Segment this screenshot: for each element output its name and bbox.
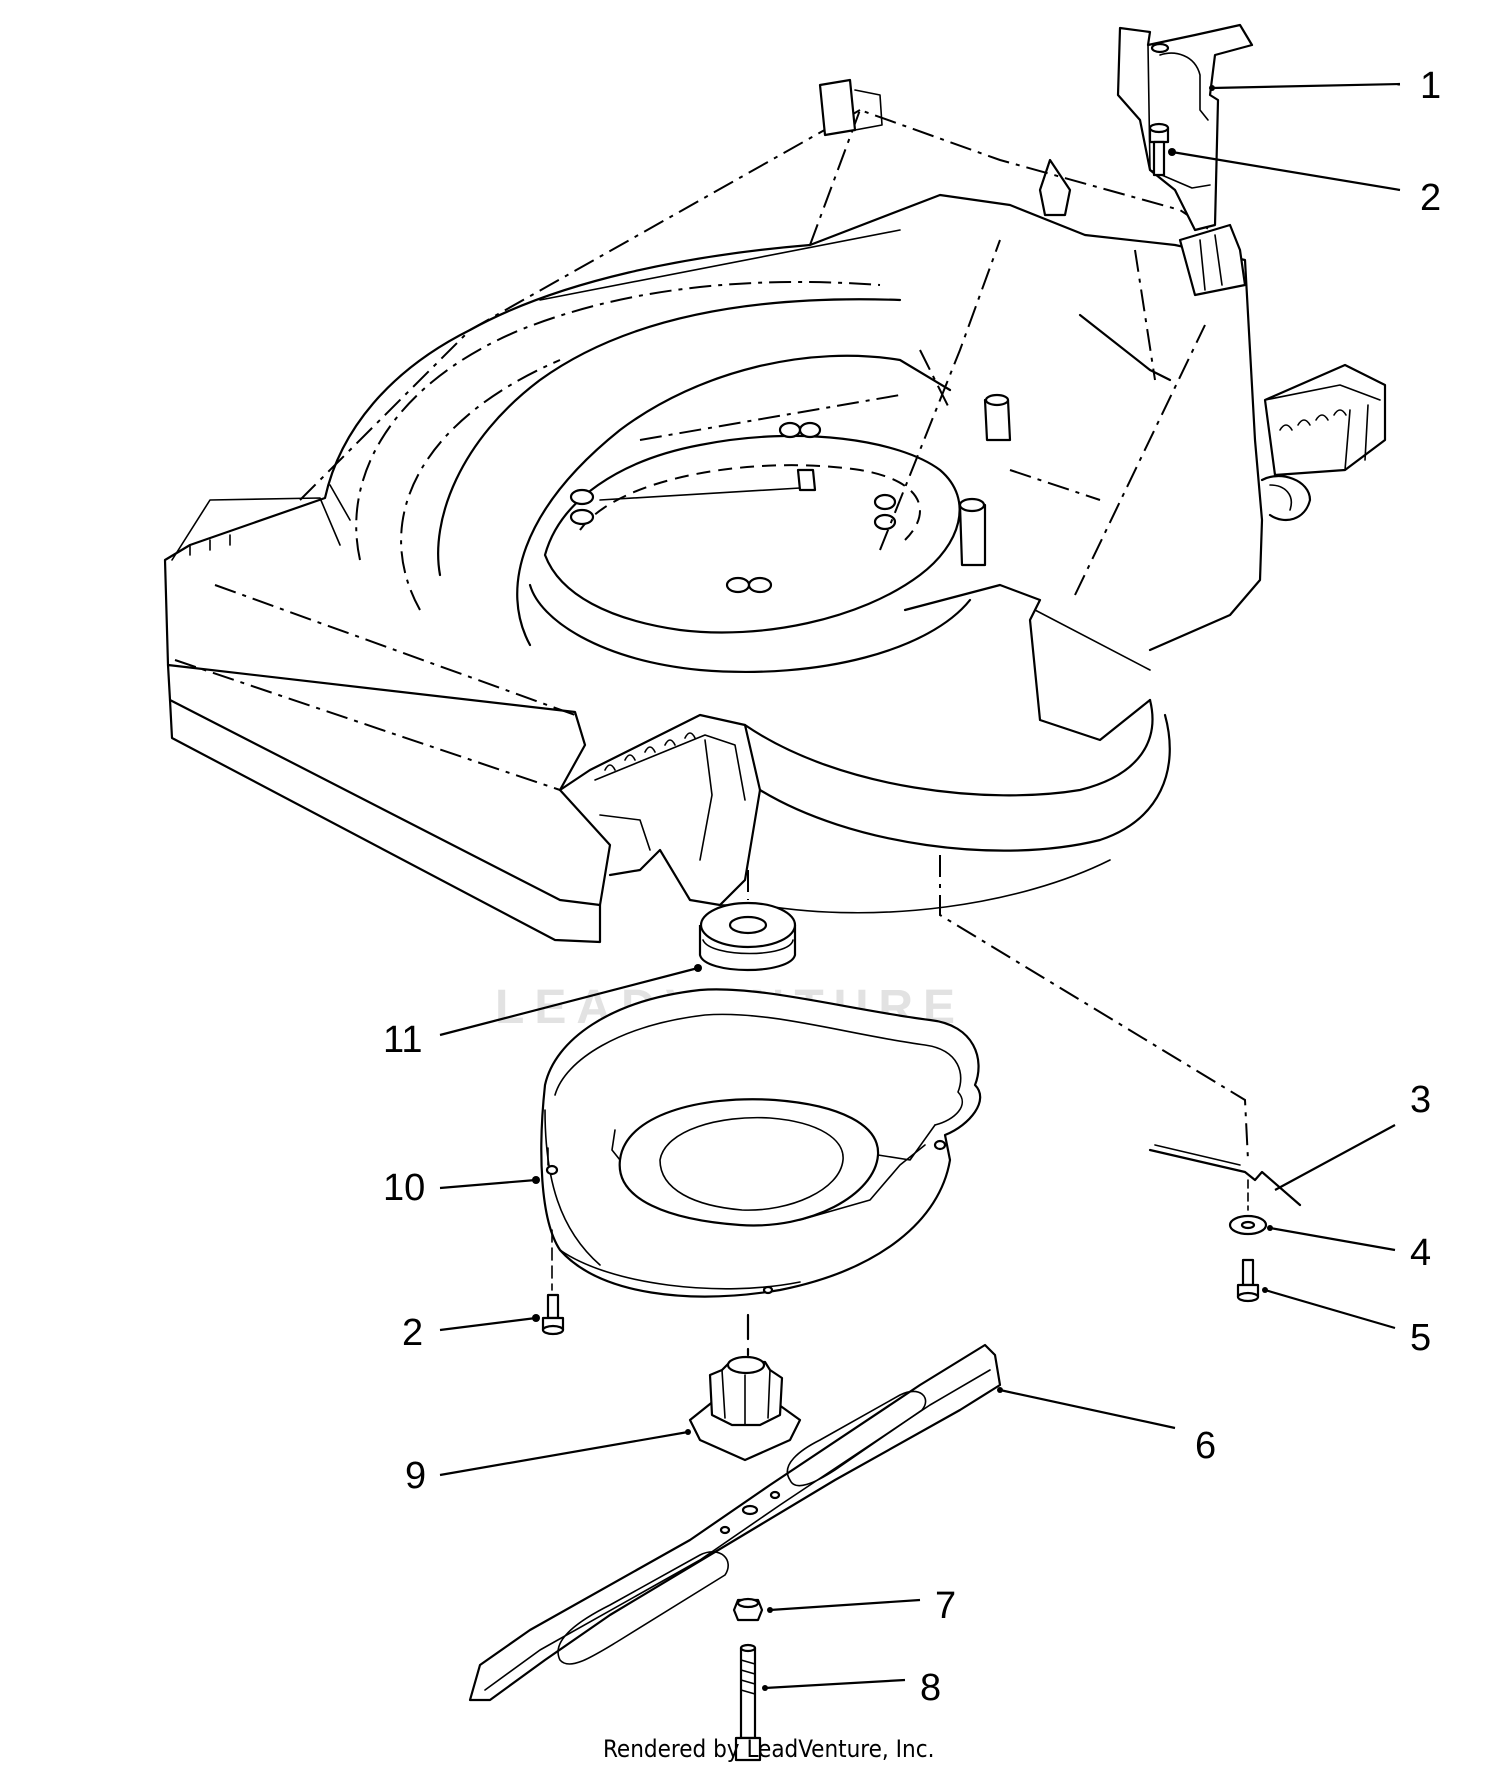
part-7-nut	[732, 1597, 764, 1622]
part-2-bolt-upper	[1148, 122, 1170, 177]
part-8-blade-bolt	[734, 1643, 762, 1762]
footer-credit: Rendered by LeadVenture, Inc.	[603, 1735, 934, 1763]
part-11-bearing	[698, 901, 797, 972]
callout-label-2-upper: 2	[1420, 177, 1441, 219]
callout-10: 10	[383, 1167, 540, 1209]
callout-11: 11	[383, 964, 702, 1061]
mower-deck-housing	[163, 78, 1387, 944]
callout-7: 7	[767, 1585, 956, 1627]
callout-label-11: 11	[383, 1019, 422, 1061]
callout-9: 9	[405, 1429, 691, 1497]
callout-4: 4	[1267, 1225, 1431, 1274]
callout-2-upper: 2	[1168, 148, 1441, 219]
part-3-rod	[939, 855, 1302, 1207]
callout-label-8: 8	[920, 1667, 941, 1709]
part-10-baffle	[540, 988, 982, 1298]
callout-8: 8	[762, 1667, 941, 1709]
part-9-blade-adapter	[688, 1355, 802, 1462]
callout-label-1: 1	[1420, 65, 1441, 107]
hinge-slots	[604, 732, 696, 771]
callout-label-7: 7	[935, 1585, 956, 1627]
callout-5: 5	[1262, 1287, 1431, 1359]
callout-label-2-lower: 2	[402, 1312, 423, 1354]
callout-label-4: 4	[1410, 1232, 1431, 1274]
part-5-bolt	[1236, 1258, 1260, 1303]
callout-label-10: 10	[383, 1167, 425, 1209]
callout-6: 6	[997, 1387, 1216, 1467]
part-2-bolt-lower	[541, 1293, 565, 1336]
callout-label-5: 5	[1410, 1317, 1431, 1359]
part-4-washer	[1228, 1179, 1268, 1236]
mount-bolt-holes	[569, 421, 897, 594]
wheel-adjust-notches	[1279, 409, 1347, 431]
callout-1: 1	[1209, 65, 1441, 107]
callout-label-6: 6	[1195, 1425, 1216, 1467]
callout-label-9: 9	[405, 1455, 426, 1497]
part-1-bracket	[1116, 23, 1254, 232]
callout-label-3: 3	[1410, 1079, 1431, 1121]
callout-2-lower: 2	[402, 1312, 540, 1354]
callout-3: 3	[1274, 1079, 1431, 1191]
part-6-blade	[468, 1343, 1002, 1702]
